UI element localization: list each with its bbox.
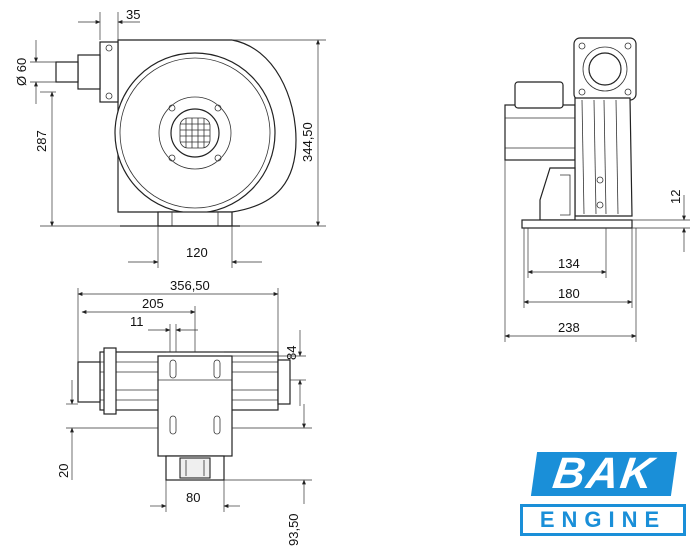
logo-brand: BAK <box>530 449 678 498</box>
dim-shaft-height: 287 <box>34 130 49 152</box>
logo-tagline: ENGINE <box>520 504 686 536</box>
dim-center-offset: 205 <box>142 296 164 311</box>
top-view: 356,50 205 11 84 20 80 93 <box>56 278 312 546</box>
dim-flange-width: 35 <box>126 7 140 22</box>
dim-base-thickness: 12 <box>668 190 683 204</box>
dim-hole-spacing: 134 <box>558 256 580 271</box>
side-view: 12 134 180 238 <box>504 37 690 342</box>
dim-lower-depth: 93,50 <box>286 513 301 546</box>
front-view: 35 Ø 60 287 344,50 120 <box>14 7 326 268</box>
dim-base-width: 120 <box>186 245 208 260</box>
dim-outlet-width: 80 <box>186 490 200 505</box>
dim-flange-diameter: Ø 60 <box>14 58 29 86</box>
dim-total-length: 356,50 <box>170 278 210 293</box>
dim-total-depth: 238 <box>558 320 580 335</box>
bak-engine-logo: BAK ENGINE <box>520 449 690 542</box>
dim-upper-width: 84 <box>284 346 299 360</box>
dim-lower-offset: 20 <box>56 464 71 478</box>
dim-slot-offset: 11 <box>130 314 144 329</box>
inlet-grid <box>179 117 211 149</box>
dim-total-height: 344,50 <box>300 122 315 162</box>
dim-mount-width: 180 <box>558 286 580 301</box>
